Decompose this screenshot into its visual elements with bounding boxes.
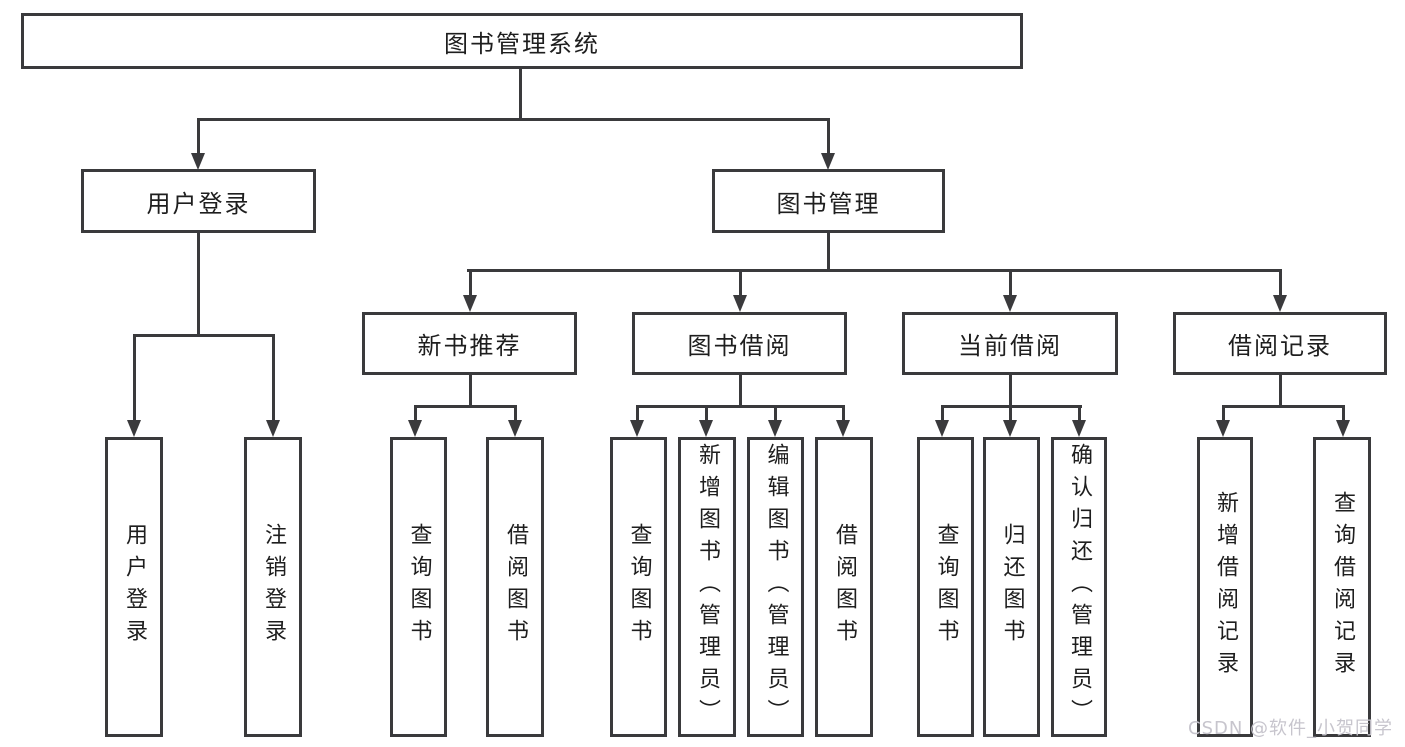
connector-to-leaf-borrow-book-1 bbox=[514, 405, 517, 422]
node-new-book-recommend: 新书推荐 bbox=[362, 312, 577, 375]
leaf-query-book-1: 查询图书 bbox=[390, 437, 447, 737]
connector-to-leaf-add-record bbox=[1222, 405, 1225, 422]
arrowhead-leaf-query-book-3 bbox=[935, 420, 949, 437]
connector-book-borrow-stem bbox=[739, 374, 742, 408]
connector-to-leaf-user-login bbox=[133, 334, 136, 421]
leaf-borrow-book-2-label: 借阅图书 bbox=[832, 523, 857, 651]
leaf-query-book-2: 查询图书 bbox=[610, 437, 667, 737]
connector-new-book-recommend-branch bbox=[414, 405, 517, 408]
leaf-user-login-label: 用户登录 bbox=[122, 523, 147, 651]
arrowhead-current-borrow bbox=[1003, 295, 1017, 312]
node-book-borrow-label: 图书借阅 bbox=[687, 332, 792, 360]
node-book-management: 图书管理 bbox=[712, 169, 945, 233]
connector-to-book-borrow bbox=[739, 269, 742, 297]
leaf-add-book-admin: 新增图书（管理员） bbox=[678, 437, 736, 737]
csdn-watermark: CSDN @软件_小贺同学 bbox=[1188, 718, 1394, 739]
leaf-edit-book-admin-label: 编辑图书（管理员） bbox=[763, 443, 789, 731]
node-root: 图书管理系统 bbox=[21, 13, 1023, 69]
arrowhead-leaf-borrow-book-2 bbox=[836, 420, 850, 437]
arrowhead-user-login bbox=[191, 153, 205, 170]
connector-to-borrow-record bbox=[1279, 269, 1282, 297]
arrowhead-leaf-query-record bbox=[1336, 420, 1350, 437]
leaf-user-login: 用户登录 bbox=[105, 437, 163, 737]
node-new-book-recommend-label: 新书推荐 bbox=[417, 332, 522, 360]
node-user-login-label: 用户登录 bbox=[146, 189, 251, 218]
leaf-borrow-book-1: 借阅图书 bbox=[486, 437, 544, 737]
leaf-query-borrow-record: 查询借阅记录 bbox=[1313, 437, 1371, 737]
arrowhead-leaf-confirm-return bbox=[1072, 420, 1086, 437]
arrowhead-leaf-edit-book bbox=[768, 420, 782, 437]
connector-to-leaf-logout bbox=[272, 334, 275, 421]
connector-to-new-book-recommend bbox=[469, 269, 472, 297]
connector-to-leaf-add-book bbox=[705, 405, 708, 422]
leaf-confirm-return-admin-label: 确认归还（管理员） bbox=[1067, 443, 1092, 731]
leaf-return-book: 归还图书 bbox=[983, 437, 1040, 737]
connector-book-borrow-branch bbox=[636, 405, 845, 408]
arrowhead-leaf-logout bbox=[266, 420, 280, 437]
leaf-add-borrow-record: 新增借阅记录 bbox=[1197, 437, 1253, 737]
node-root-label: 图书管理系统 bbox=[444, 29, 600, 58]
arrowhead-borrow-record bbox=[1273, 295, 1287, 312]
connector-current-borrow-stem bbox=[1009, 374, 1012, 408]
leaf-query-borrow-record-label: 查询借阅记录 bbox=[1330, 491, 1355, 683]
connector-to-leaf-query-record bbox=[1342, 405, 1345, 422]
arrowhead-book-management bbox=[821, 153, 835, 170]
connector-borrow-record-branch bbox=[1222, 405, 1345, 408]
leaf-logout: 注销登录 bbox=[244, 437, 302, 737]
connector-to-leaf-query-book-1 bbox=[414, 405, 417, 422]
node-current-borrow-label: 当前借阅 bbox=[958, 332, 1062, 360]
arrowhead-leaf-add-record bbox=[1216, 420, 1230, 437]
node-book-borrow: 图书借阅 bbox=[632, 312, 847, 375]
node-borrow-record-label: 借阅记录 bbox=[1228, 332, 1332, 360]
node-borrow-record: 借阅记录 bbox=[1173, 312, 1387, 375]
connector-level3-branch bbox=[467, 269, 1281, 272]
connector-to-leaf-query-book-2 bbox=[636, 405, 639, 422]
arrowhead-leaf-query-book-1 bbox=[408, 420, 422, 437]
leaf-return-book-label: 归还图书 bbox=[999, 523, 1025, 651]
node-book-management-label: 图书管理 bbox=[776, 189, 881, 218]
leaf-borrow-book-1-label: 借阅图书 bbox=[503, 523, 528, 651]
arrowhead-leaf-user-login bbox=[127, 420, 141, 437]
connector-book-management-stem bbox=[827, 233, 830, 272]
connector-new-book-recommend-stem bbox=[469, 374, 472, 408]
leaf-query-book-3-label: 查询图书 bbox=[933, 523, 959, 651]
arrowhead-book-borrow bbox=[733, 295, 747, 312]
leaf-add-borrow-record-label: 新增借阅记录 bbox=[1213, 491, 1238, 683]
leaf-add-book-admin-label: 新增图书（管理员） bbox=[695, 443, 720, 731]
arrowhead-new-book-recommend bbox=[463, 295, 477, 312]
connector-to-leaf-query-book-3 bbox=[941, 405, 944, 422]
connector-user-login-stem bbox=[197, 233, 200, 337]
leaf-borrow-book-2: 借阅图书 bbox=[815, 437, 873, 737]
connector-to-current-borrow bbox=[1009, 269, 1012, 297]
connector-level2-branch bbox=[197, 118, 830, 121]
node-current-borrow: 当前借阅 bbox=[902, 312, 1118, 375]
leaf-edit-book-admin: 编辑图书（管理员） bbox=[747, 437, 804, 737]
arrowhead-leaf-return-book bbox=[1003, 420, 1017, 437]
arrowhead-leaf-add-book bbox=[699, 420, 713, 437]
connector-to-leaf-confirm-return bbox=[1078, 405, 1081, 422]
leaf-query-book-2-label: 查询图书 bbox=[626, 523, 652, 651]
connector-to-user-login bbox=[197, 118, 200, 154]
arrowhead-leaf-query-book-2 bbox=[630, 420, 644, 437]
leaf-query-book-1-label: 查询图书 bbox=[406, 523, 432, 651]
connector-to-leaf-borrow-book-2 bbox=[842, 405, 845, 422]
node-user-login: 用户登录 bbox=[81, 169, 316, 233]
leaf-logout-label: 注销登录 bbox=[261, 523, 286, 651]
leaf-query-book-3: 查询图书 bbox=[917, 437, 974, 737]
connector-to-leaf-return-book bbox=[1009, 405, 1012, 422]
leaf-confirm-return-admin: 确认归还（管理员） bbox=[1051, 437, 1107, 737]
connector-root-stem bbox=[519, 69, 522, 121]
connector-to-leaf-edit-book bbox=[774, 405, 777, 422]
connector-to-book-management bbox=[827, 118, 830, 154]
arrowhead-leaf-borrow-book-1 bbox=[508, 420, 522, 437]
connector-user-login-branch bbox=[133, 334, 274, 337]
connector-borrow-record-stem bbox=[1279, 374, 1282, 408]
